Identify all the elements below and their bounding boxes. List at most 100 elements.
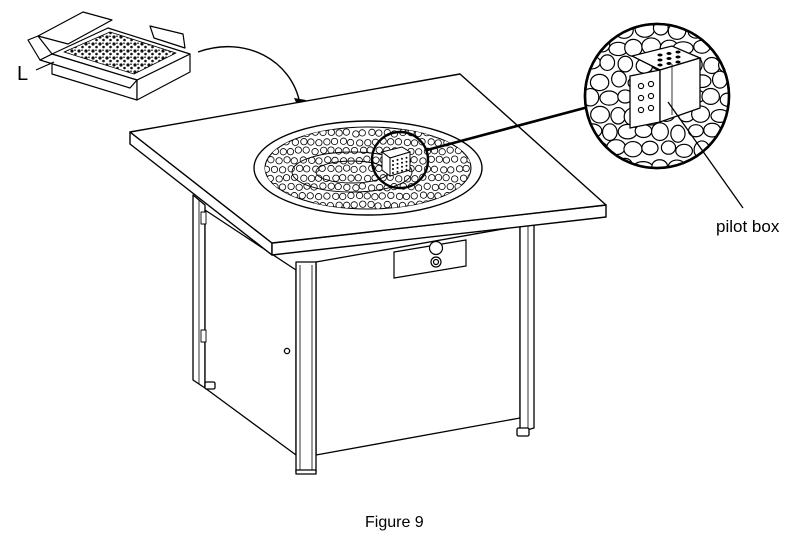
glass-bead — [267, 156, 275, 164]
zoom-stone — [675, 143, 694, 158]
zoom-stone — [590, 105, 611, 124]
glass-bead — [327, 164, 335, 173]
top-vent-hole — [657, 63, 663, 67]
glass-bead — [428, 174, 436, 182]
vent-hole — [401, 169, 403, 172]
glass-bead — [342, 147, 350, 155]
glass-bead — [265, 165, 270, 173]
glass-bead — [383, 200, 391, 209]
figure-caption: Figure 9 — [365, 514, 424, 531]
door-knob — [283, 347, 291, 355]
glass-bead — [290, 157, 298, 165]
vent-hole — [401, 165, 403, 168]
box-back-flap — [37, 11, 113, 45]
vent-hole — [396, 162, 399, 165]
vent-hole — [392, 164, 394, 166]
zoom-detail — [583, 22, 731, 170]
glass-bead — [275, 175, 283, 183]
lava-rock-box — [27, 11, 191, 101]
zoom-stone — [611, 70, 627, 88]
glass-bead — [315, 139, 323, 147]
glass-bead — [347, 191, 355, 200]
vent-hole — [392, 168, 394, 170]
glass-bead — [414, 184, 423, 192]
glass-bead — [372, 156, 380, 164]
glass-bead — [403, 138, 411, 147]
top-vent-hole — [666, 52, 672, 55]
glass-bead — [415, 148, 423, 156]
zoom-stone — [601, 155, 617, 168]
zoom-stone — [599, 54, 616, 72]
glass-bead — [430, 165, 439, 173]
glass-bead — [343, 183, 351, 191]
glass-bead — [307, 138, 315, 146]
burner-ring-outer — [291, 151, 413, 193]
vent-hole — [392, 172, 394, 174]
glass-bead — [367, 200, 375, 209]
vent-hole — [392, 160, 394, 162]
top-vent-hole — [657, 53, 663, 57]
zoom-stone — [617, 55, 634, 73]
glass-bead — [387, 138, 395, 146]
box-right-flap — [149, 25, 186, 49]
glass-bead — [270, 165, 279, 174]
glass-bead — [394, 138, 403, 146]
glass-bead — [330, 137, 339, 146]
detail-marker-circle — [370, 130, 430, 190]
glass-bead — [347, 174, 355, 182]
leg-front-left — [295, 261, 317, 473]
glass-bead — [359, 165, 367, 173]
zoom-stone — [601, 123, 618, 142]
glass-bead — [291, 138, 299, 146]
leg-front-right — [519, 219, 535, 433]
pilot-box-small — [380, 146, 412, 177]
glass-bead — [334, 183, 342, 191]
glass-bead — [327, 146, 335, 154]
ignition-panel — [393, 239, 467, 279]
callout-leader-L — [35, 61, 55, 71]
glass-bead — [359, 200, 367, 208]
glass-bead — [411, 175, 419, 183]
zoom-stone — [651, 159, 669, 168]
glass-bead — [315, 157, 323, 165]
rock-fill — [63, 31, 177, 75]
glass-bead — [323, 192, 331, 200]
zoom-stone — [686, 159, 703, 168]
glass-bead — [283, 156, 291, 164]
vent-hole — [405, 156, 408, 159]
glass-bead — [296, 164, 304, 172]
glass-bead — [435, 155, 443, 163]
zoom-stone — [623, 140, 643, 158]
zoom-stone — [650, 122, 669, 142]
glass-bead — [306, 192, 314, 200]
glass-bead — [343, 164, 351, 172]
glass-bead — [300, 174, 308, 182]
glass-bead — [311, 148, 319, 156]
glass-bead — [352, 130, 360, 138]
zoom-stone — [728, 70, 729, 88]
zoom-stone — [693, 39, 711, 54]
glass-bead — [460, 174, 468, 182]
zoom-stone — [708, 143, 729, 158]
glass-bead — [368, 184, 376, 192]
glass-bead — [371, 193, 379, 201]
glass-bead — [375, 129, 383, 137]
zoom-stone — [716, 158, 729, 168]
side-vent-hole — [647, 80, 655, 88]
part-label-L: L — [17, 63, 28, 85]
glass-bead — [343, 201, 351, 209]
glass-bead — [423, 182, 431, 190]
vent-hole — [401, 157, 403, 160]
zoom-stone — [600, 24, 616, 38]
glass-bead — [355, 191, 364, 200]
glass-bead — [350, 146, 359, 155]
fire-table — [192, 194, 535, 475]
glass-bead — [419, 191, 428, 199]
top-vent-hole — [666, 62, 672, 65]
zoom-stone — [599, 90, 620, 106]
glass-bead — [378, 192, 386, 200]
glass-bead — [346, 138, 355, 147]
glass-bead — [350, 201, 358, 209]
glass-bead — [427, 191, 435, 200]
zoom-stone — [589, 73, 610, 92]
